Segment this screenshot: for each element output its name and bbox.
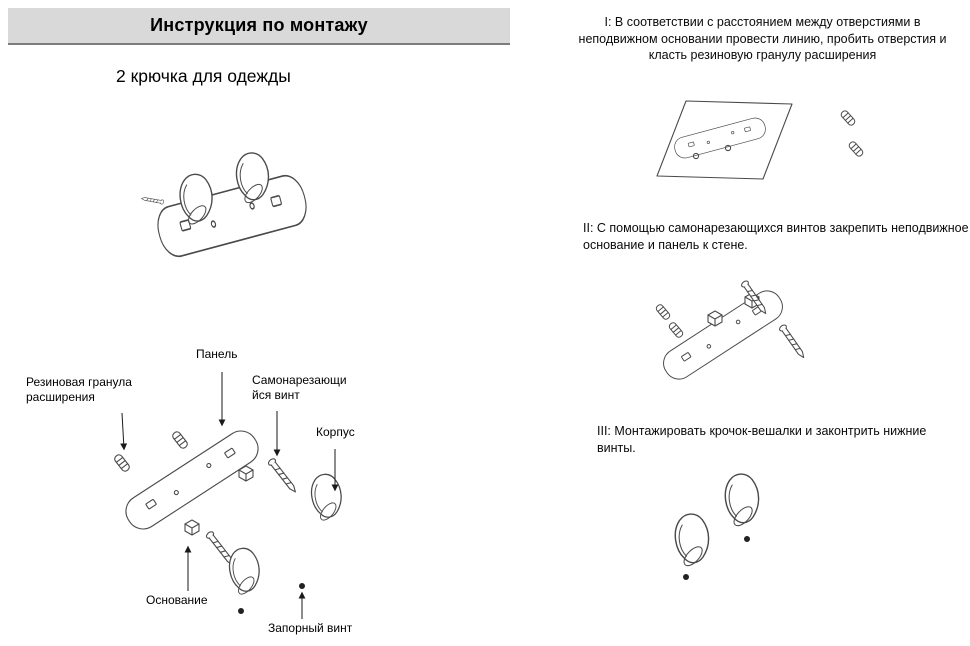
drill-hole <box>724 144 732 152</box>
hook-part <box>223 544 268 600</box>
step-2-text: II: С помощью самонарезающихся винтов за… <box>583 221 969 252</box>
rubber-anchor-part <box>112 452 132 474</box>
rubber-anchor-part <box>839 109 857 127</box>
self-tapping-screw-label: Самонарезающи йся винт <box>252 373 347 402</box>
product-subtitle: 2 крючка для одежды <box>116 66 291 86</box>
hook-part <box>305 470 350 526</box>
rubber-anchor-part <box>847 140 865 158</box>
panel-label: Панель <box>196 347 238 361</box>
lock-screw-part <box>299 583 305 589</box>
body-label: Корпус <box>316 425 355 439</box>
drill-hole <box>692 152 700 160</box>
lock-screw-part <box>744 536 750 542</box>
base-part <box>238 465 254 482</box>
base-label: Основание <box>146 593 208 607</box>
exploded-diagram: Панель Резиновая гранула расширения Само… <box>10 345 440 641</box>
base-part <box>707 310 723 327</box>
panel-part <box>119 424 265 536</box>
screw-part <box>777 323 808 361</box>
wall-surface <box>656 100 793 180</box>
rubber-granule-label: Резиновая гранула расширения <box>26 375 132 404</box>
rubber-anchor-part <box>654 302 672 322</box>
step-3-text: III: Монтажировать крочок-вешалки и зако… <box>597 424 927 455</box>
exploded-drawing <box>112 372 350 619</box>
step-2-diagram <box>654 279 808 386</box>
hook-part <box>669 509 717 572</box>
callout-arrow <box>120 412 128 451</box>
rubber-anchor-part <box>667 320 685 340</box>
panel-part <box>152 171 312 261</box>
screw-part <box>140 195 165 205</box>
base-part <box>184 519 200 536</box>
page-title: Инструкция по монтажу <box>150 15 368 35</box>
step-1-diagram <box>656 100 865 180</box>
rubber-anchor-part <box>170 429 190 451</box>
hook-part <box>719 469 767 532</box>
panel-part <box>672 115 768 161</box>
step-3-diagram <box>669 469 767 580</box>
lock-screw-label: Запорный винт <box>268 621 353 635</box>
lock-screw-part <box>683 574 689 580</box>
step-1-text: I: В соответствии с расстоянием между от… <box>578 15 947 62</box>
lock-screw-part <box>238 608 244 614</box>
screw-part <box>266 456 300 495</box>
header-bar: Инструкция по монтажу <box>8 8 510 45</box>
assembled-hooks-drawing <box>140 148 312 261</box>
